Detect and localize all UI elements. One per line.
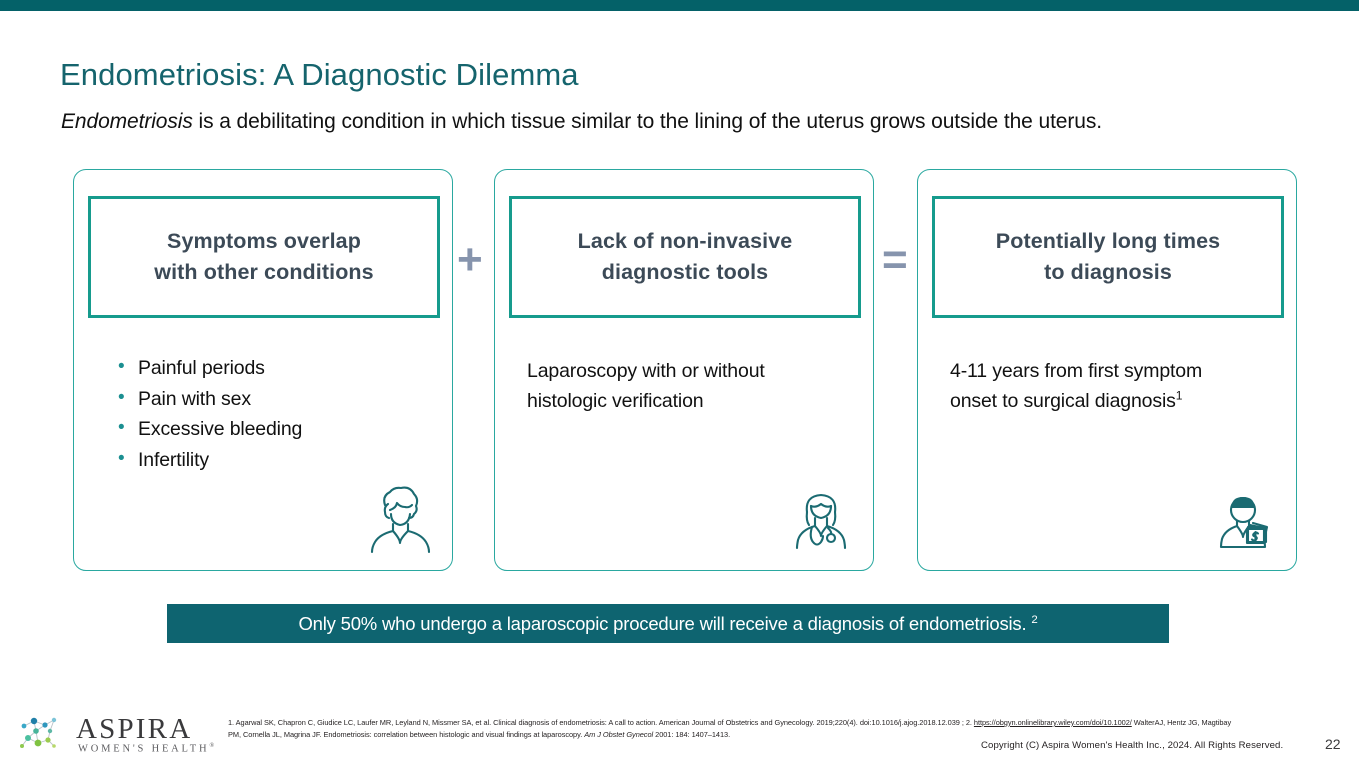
callout-text: Only 50% who undergo a laparoscopic proc… <box>298 612 1032 634</box>
card-heading-box: Lack of non-invasive diagnostic tools <box>509 196 861 318</box>
page-number: 22 <box>1325 736 1341 752</box>
card-heading-line2: to diagnosis <box>1044 260 1172 284</box>
card-heading-line2: diagnostic tools <box>601 260 769 284</box>
molecule-network-icon <box>18 716 74 756</box>
reference-line2-a: AJ, Hentz JG, Magtibay PM, Cornella JL, … <box>228 718 1232 739</box>
logo-trademark: ® <box>209 742 218 749</box>
logo-tagline-text: WOMEN'S HEALTH <box>78 743 210 755</box>
card-symptoms-overlap: Symptoms overlap with other conditions P… <box>73 169 453 571</box>
female-doctor-stethoscope-icon <box>784 482 858 556</box>
card-row: Symptoms overlap with other conditions P… <box>73 169 1297 571</box>
logo-tagline: WOMEN'S HEALTH® <box>78 742 218 755</box>
top-accent-bar <box>0 0 1359 11</box>
list-item: Infertility <box>114 444 434 476</box>
subtitle: Endometriosis is a debilitating conditio… <box>61 110 1102 134</box>
list-item: Painful periods <box>114 352 434 384</box>
card-body-line2: onset to surgical diagnosis <box>950 390 1176 413</box>
reference-link[interactable]: https://obgyn.onlinelibrary.wiley.com/do… <box>973 718 1132 727</box>
aspira-logo: ASPIRA WOMEN'S HEALTH® <box>18 714 214 758</box>
references-block: 1. Agarwal SK, Chapron C, Giudice LC, La… <box>228 717 1238 740</box>
subtitle-emphasis: Endometriosis <box>61 110 193 133</box>
card-heading-text: Potentially long times to diagnosis <box>996 226 1220 288</box>
card-heading-box: Symptoms overlap with other conditions <box>88 196 440 318</box>
card-body-text: Laparoscopy with or without histologic v… <box>527 356 847 416</box>
page-title: Endometriosis: A Diagnostic Dilemma <box>60 57 579 92</box>
card-body-line1: 4-11 years from first symptom <box>950 360 1203 382</box>
callout-banner: Only 50% who undergo a laparoscopic proc… <box>167 604 1169 643</box>
card-heading-line1: Potentially long times <box>995 228 1221 253</box>
list-item: Pain with sex <box>114 383 434 415</box>
list-item: Excessive bleeding <box>114 413 434 445</box>
card-heading-box: Potentially long times to diagnosis <box>932 196 1284 318</box>
card-heading-line1: Lack of non-invasive <box>577 228 793 253</box>
card-heading-text: Lack of non-invasive diagnostic tools <box>578 226 793 288</box>
reference-line1-a: 1. Agarwal SK, Chapron C, Giudice LC, La… <box>228 718 974 727</box>
doctor-with-money-icon <box>1207 482 1281 556</box>
card-body-line2: histologic verification <box>527 390 704 413</box>
card-body-superscript: 1 <box>1175 388 1183 403</box>
card-long-time-to-diagnosis: Potentially long times to diagnosis 4-11… <box>917 169 1297 571</box>
card-lack-of-tools: Lack of non-invasive diagnostic tools La… <box>494 169 874 571</box>
reference-journal-name: Am J Obstet Gynecol <box>584 729 654 739</box>
plus-icon: + <box>457 235 483 284</box>
subtitle-rest: is a debilitating condition in which tis… <box>192 110 1103 133</box>
reference-line1-b: Walter <box>1131 718 1155 727</box>
card-body-text: 4-11 years from first symptom onset to s… <box>950 356 1270 416</box>
symptom-list: Painful periods Pain with sex Excessive … <box>114 352 434 476</box>
card-body-line1: Laparoscopy with or without <box>527 360 765 382</box>
callout-superscript: 2 <box>1031 613 1038 626</box>
callout-banner-text: Only 50% who undergo a laparoscopic proc… <box>298 613 1037 635</box>
card-heading-text: Symptoms overlap with other conditions <box>154 226 373 288</box>
equals-icon: = <box>882 235 908 284</box>
card-heading-line1: Symptoms overlap <box>167 228 361 253</box>
reference-line2-b: 2001: 184: 1407–1413. <box>653 729 731 739</box>
logo-wordmark: ASPIRA <box>76 713 193 745</box>
copyright-text: Copyright (C) Aspira Women's Health Inc.… <box>981 740 1284 751</box>
card-heading-line2: with other conditions <box>154 260 374 284</box>
woman-head-pain-icon <box>363 482 437 556</box>
